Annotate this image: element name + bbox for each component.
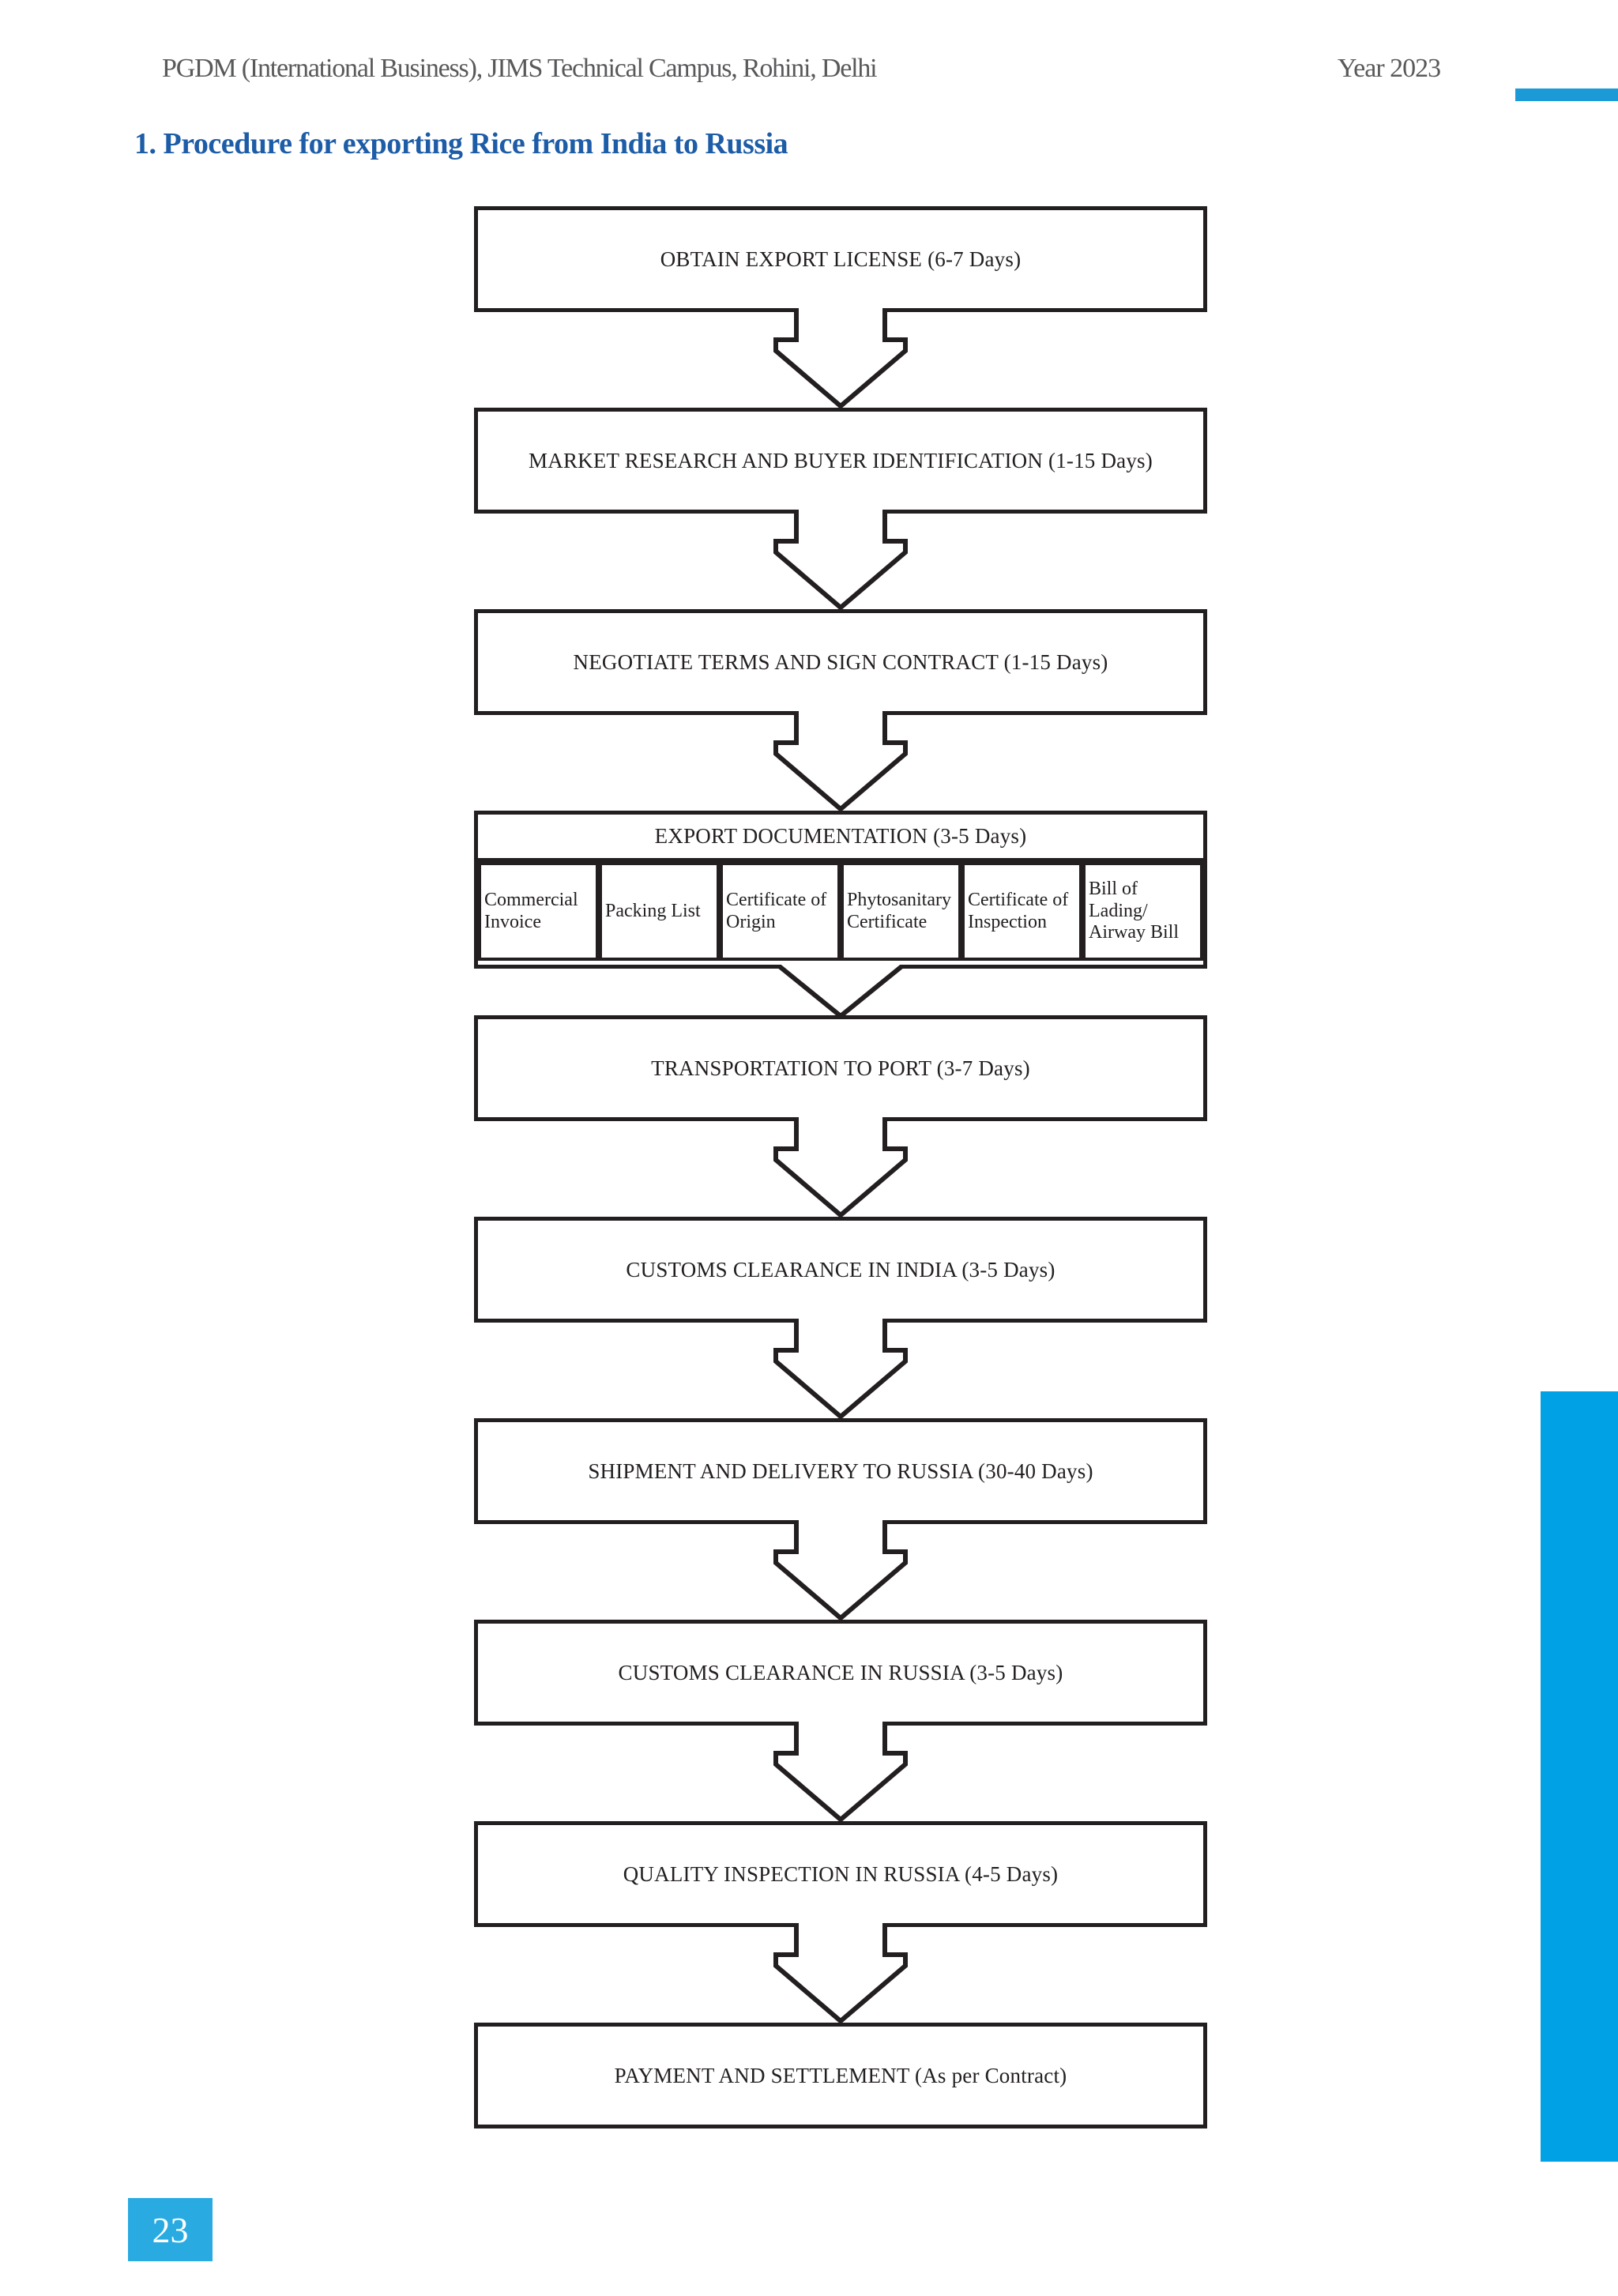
header-accent-bar [1515, 88, 1618, 101]
down-arrow-icon [773, 711, 908, 811]
document-label: Certificate of Origin [726, 889, 827, 932]
document-label: Certificate of Inspection [968, 889, 1069, 932]
flow-step-market-research: MARKET RESEARCH AND BUYER IDENTIFICATION… [474, 408, 1207, 514]
flow-step-label: TRANSPORTATION TO PORT (3-7 Days) [651, 1056, 1030, 1080]
flow-step-label: QUALITY INSPECTION IN RUSSIA (4-5 Days) [623, 1861, 1059, 1886]
document-label: Bill of Lading/ Airway Bill [1089, 879, 1179, 943]
down-arrow-icon [773, 1722, 908, 1822]
flow-step-export-documentation: EXPORT DOCUMENTATION (3-5 Days) Commerci… [474, 811, 1207, 969]
document-cell-packing-list: Packing List [599, 862, 720, 961]
flow-step-label: OBTAIN EXPORT LICENSE (6-7 Days) [660, 247, 1022, 271]
page-title: 1. Procedure for exporting Rice from Ind… [134, 127, 788, 160]
flow-step-label: CUSTOMS CLEARANCE IN INDIA (3-5 Days) [626, 1257, 1055, 1282]
document-cell-phytosanitary-certificate: Phytosanitary Certificate [841, 862, 961, 961]
document-cell-bill-of-lading: Bill of Lading/ Airway Bill [1082, 862, 1203, 961]
down-arrow-icon [773, 510, 908, 610]
down-arrow-icon [773, 1117, 908, 1218]
flow-step-obtain-export-license: OBTAIN EXPORT LICENSE (6-7 Days) [474, 206, 1207, 312]
document-label: Packing List [605, 900, 701, 921]
down-arrow-icon [773, 308, 908, 408]
flow-step-transportation-to-port: TRANSPORTATION TO PORT (3-7 Days) [474, 1015, 1207, 1121]
flow-step-label: CUSTOMS CLEARANCE IN RUSSIA (3-5 Days) [618, 1660, 1063, 1684]
document-label: Commercial Invoice [484, 889, 578, 932]
document-cell-certificate-of-origin: Certificate of Origin [720, 862, 841, 961]
flow-step-quality-inspection-russia: QUALITY INSPECTION IN RUSSIA (4-5 Days) [474, 1821, 1207, 1927]
documents-row: Commercial Invoice Packing List Certific… [478, 862, 1203, 961]
flow-step-customs-clearance-russia: CUSTOMS CLEARANCE IN RUSSIA (3-5 Days) [474, 1620, 1207, 1726]
flow-step-shipment-delivery-russia: SHIPMENT AND DELIVERY TO RUSSIA (30-40 D… [474, 1418, 1207, 1524]
header-year-text: Year 2023 [1338, 54, 1441, 83]
flow-step-customs-clearance-india: CUSTOMS CLEARANCE IN INDIA (3-5 Days) [474, 1217, 1207, 1323]
short-down-arrow-icon [776, 965, 905, 1019]
document-cell-commercial-invoice: Commercial Invoice [478, 862, 599, 961]
down-arrow-icon [773, 1520, 908, 1620]
right-accent-bar [1541, 1391, 1618, 2162]
down-arrow-icon [773, 1923, 908, 2023]
flow-step-label: EXPORT DOCUMENTATION (3-5 Days) [478, 815, 1203, 862]
header-left-text: PGDM (International Business), JIMS Tech… [162, 54, 878, 83]
flow-step-label: PAYMENT AND SETTLEMENT (As per Contract) [614, 2063, 1067, 2087]
page-number: 23 [152, 2209, 189, 2250]
flowchart: OBTAIN EXPORT LICENSE (6-7 Days) MARKET … [474, 0, 1207, 2296]
flow-step-payment-settlement: PAYMENT AND SETTLEMENT (As per Contract) [474, 2023, 1207, 2129]
page-number-badge: 23 [128, 2198, 213, 2261]
flow-step-label: MARKET RESEARCH AND BUYER IDENTIFICATION… [529, 448, 1153, 472]
flow-step-label: NEGOTIATE TERMS AND SIGN CONTRACT (1-15 … [573, 649, 1108, 674]
flow-step-label: SHIPMENT AND DELIVERY TO RUSSIA (30-40 D… [588, 1459, 1093, 1483]
down-arrow-icon [773, 1319, 908, 1419]
document-label: Phytosanitary Certificate [847, 889, 951, 932]
flow-step-negotiate-terms: NEGOTIATE TERMS AND SIGN CONTRACT (1-15 … [474, 609, 1207, 715]
document-cell-certificate-of-inspection: Certificate of Inspection [961, 862, 1082, 961]
